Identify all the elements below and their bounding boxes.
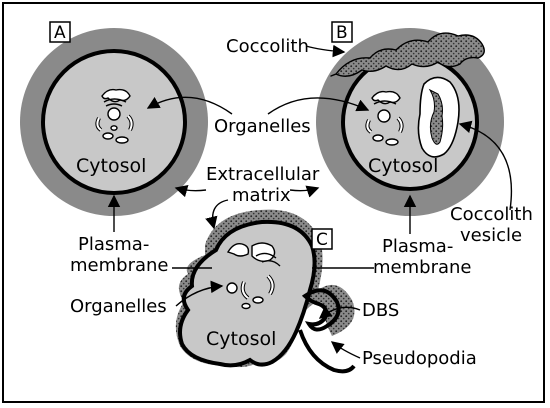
panel-b-letter-box	[331, 21, 353, 43]
dbs-label: DBS	[362, 300, 399, 321]
coccolith-vesicle-label-line2: vesicle	[460, 225, 522, 246]
panel-c-organelles	[226, 242, 281, 310]
panel-b-organelles	[365, 90, 404, 146]
organelles-label-top: Organelles	[214, 116, 311, 137]
panel-a-plasma-membrane	[41, 49, 187, 195]
panel-b: Cytosol B	[316, 21, 504, 216]
extracellular-matrix-label-line1: Extracellular	[206, 164, 320, 185]
coccolith-vesicle-label-line1: Coccolith	[450, 204, 533, 225]
plasma-membrane-left-line1: Plasma-	[78, 234, 149, 255]
panel-a-cytosol-label: Cytosol	[76, 155, 146, 177]
panel-a-organelles	[95, 88, 134, 144]
panel-a-letter: A	[54, 23, 66, 43]
panel-c-letter-box	[311, 228, 333, 250]
annotation-arrows	[107, 44, 513, 359]
coccolith-label: Coccolith	[226, 36, 309, 57]
panel-c-pseudopodium-upper	[301, 288, 341, 332]
panel-b-vesicle-coccolith-core	[428, 88, 444, 145]
panel-c-plasma-membrane	[178, 219, 317, 368]
panel-c-pseudopodium-lower	[298, 329, 356, 374]
panel-b-letter: B	[336, 23, 348, 43]
panel-b-cytosol-label: Cytosol	[368, 155, 438, 177]
panel-a: Cytosol A	[20, 21, 208, 216]
panel-b-coccolith	[330, 32, 485, 77]
extracellular-matrix-label-line2: matrix	[232, 185, 291, 206]
plasma-membrane-left-line2: membrane	[70, 255, 168, 276]
plasma-membrane-right-line2: membrane	[373, 257, 471, 278]
panel-a-letter-box	[49, 21, 71, 43]
panel-c-letter: C	[316, 230, 328, 250]
organelles-label-bottom: Organelles	[70, 296, 167, 317]
panel-c: Cytosol C	[175, 209, 356, 374]
pseudopodia-label: Pseudopodia	[362, 348, 477, 369]
panel-c-cytosol-label: Cytosol	[206, 328, 276, 350]
plasma-membrane-right-line1: Plasma-	[382, 236, 453, 257]
